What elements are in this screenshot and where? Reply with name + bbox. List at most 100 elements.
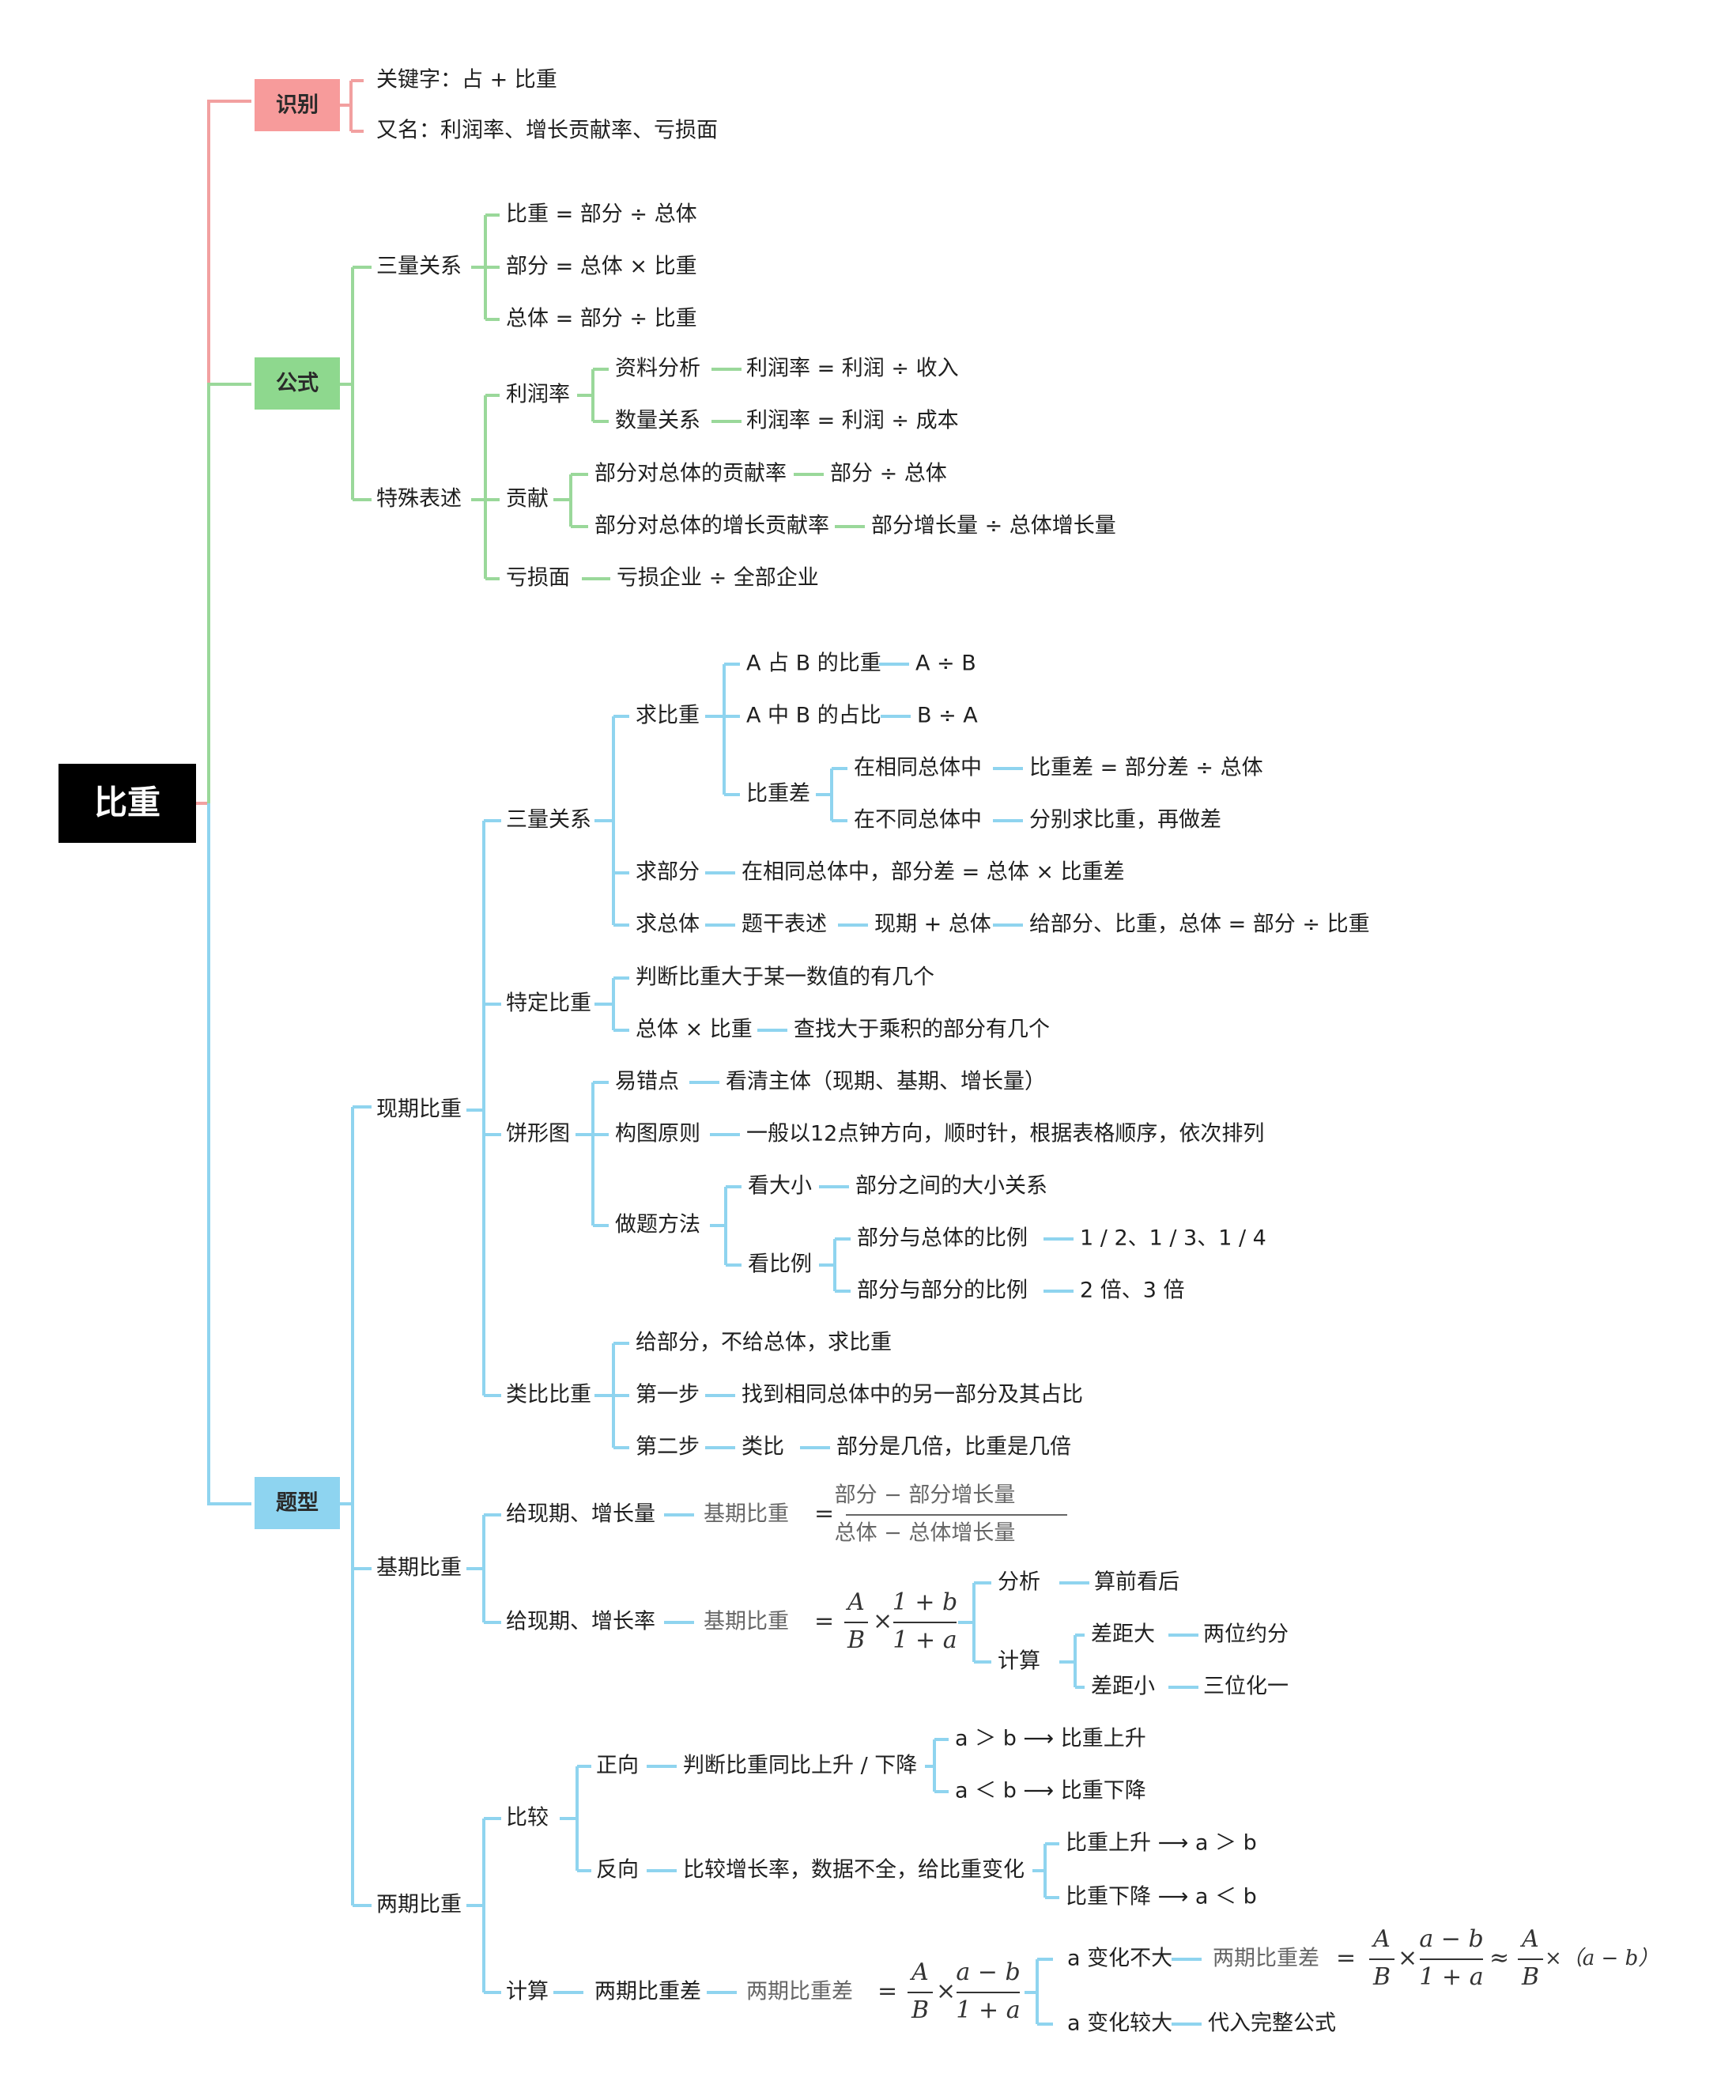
base-rate-formula-name: 基期比重 (704, 1610, 789, 1634)
formula-loss-val: 亏损企业 ÷ 全部企业 (617, 566, 819, 591)
base-analysis-key: 分析 (998, 1570, 1040, 1595)
ratio-diff: 比重差 (746, 782, 810, 806)
two-fwd-o1: a ＞ b ⟶ 比重上升 (955, 1727, 1146, 1751)
formula-contrib-growth-val: 部分增长量 ÷ 总体增长量 (871, 514, 1116, 538)
base-calc: 计算 (998, 1649, 1040, 1674)
two-calc-small-B: B (1372, 1963, 1391, 1991)
formula-profit-data-key: 资料分析 (615, 357, 700, 381)
formula-node: 公式 (276, 372, 319, 396)
formula-node-box (255, 357, 340, 410)
formula-profit-data-val: 利润率 = 利润 ÷ 收入 (746, 357, 959, 381)
base-calc-big-val: 两位约分 (1203, 1622, 1289, 1647)
formula-loss: 亏损面 (506, 566, 570, 591)
two-rev-val: 比较增长率，数据不全，给比重变化 (683, 1858, 1025, 1883)
two-calc-key: 两期比重差 (594, 1980, 701, 2004)
two-fwd-o2: a ＜ b ⟶ 比重下降 (955, 1779, 1146, 1804)
formula-profit-num-key: 数量关系 (615, 409, 700, 433)
a-of-b-key: A 中 B 的占比 (746, 704, 881, 728)
pie-chart: 饼形图 (506, 1122, 570, 1146)
root-node: 比重 (94, 784, 160, 822)
pie-err-val: 看清主体（现期、基期、增长量） (726, 1070, 1046, 1094)
recognize-node-box (255, 79, 340, 131)
base-rate-times: × (873, 1607, 893, 1635)
two-period-ratio: 两期比重 (376, 1893, 462, 1917)
pie-prop-whole-key: 部分与总体的比例 (857, 1226, 1028, 1251)
analog-step2: 第二步 (636, 1435, 700, 1460)
specific-r2-key: 总体 × 比重 (636, 1018, 753, 1042)
types-node: 题型 (276, 1491, 319, 1516)
two-rev-key: 反向 (596, 1858, 639, 1883)
types-node-box (255, 1477, 340, 1529)
base-rate-num: 1 + b (893, 1588, 958, 1616)
find-part: 求部分 (636, 860, 700, 885)
two-fwd-val: 判断比重同比上升 / 下降 (683, 1754, 917, 1778)
two-calc-small-tail: ×（a − b） (1545, 1947, 1659, 1970)
base-rate-A: A (845, 1588, 865, 1616)
pie-rule-key: 构图原则 (615, 1122, 700, 1146)
ratio-diff-other-key: 在不同总体中 (854, 808, 982, 833)
formula-three-item-3: 总体 = 部分 ÷ 比重 (506, 307, 697, 331)
pie-err-key: 易错点 (615, 1070, 679, 1094)
find-whole-b: 现期 + 总体 (874, 912, 991, 937)
recognize-node: 识别 (276, 93, 319, 118)
two-calc-small-approx: ≈ (1489, 1944, 1509, 1972)
base-inc-numerator: 部分 − 部分增长量 (835, 1483, 1016, 1508)
formula-profit: 利润率 (506, 383, 570, 407)
formula-three-item-2: 部分 = 总体 × 比重 (506, 255, 697, 279)
base-rate-equals: = (814, 1607, 834, 1635)
base-calc-small-key: 差距小 (1091, 1675, 1155, 1699)
two-calc-den: 1 + a (956, 1996, 1020, 2024)
formula-special: 特殊表述 (376, 487, 462, 512)
two-calc-times: × (936, 1977, 956, 2005)
base-calc-big-key: 差距大 (1091, 1622, 1155, 1647)
base-calc-small-val: 三位化一 (1203, 1675, 1289, 1699)
pie-prop-part-key: 部分与部分的比例 (857, 1279, 1028, 1303)
two-calc-small-equals: = (1336, 1944, 1356, 1972)
current-ratio: 现期比重 (376, 1097, 462, 1122)
pie-size-key: 看大小 (748, 1174, 812, 1199)
find-part-val: 在相同总体中，部分差 = 总体 × 比重差 (742, 860, 1125, 885)
base-rate-B: B (847, 1626, 865, 1654)
analog-step2-a: 类比 (742, 1435, 784, 1460)
connectors (196, 79, 1202, 2026)
two-calc-formula-name: 两期比重差 (746, 1980, 853, 2004)
analog-step1: 第一步 (636, 1383, 700, 1407)
formula-contrib-rate-key: 部分对总体的贡献率 (594, 462, 787, 486)
two-calc-equals: = (877, 1977, 897, 2005)
pie-prop-part-val: 2 倍、3 倍 (1080, 1279, 1185, 1303)
a-of-b-val: B ÷ A (917, 704, 978, 728)
analog-r1: 给部分，不给总体，求比重 (636, 1331, 892, 1355)
base-inc-denominator: 总体 − 总体增长量 (835, 1521, 1016, 1546)
base-ratio: 基期比重 (376, 1556, 462, 1581)
two-rev-o1: 比重上升 ⟶ a ＞ b (1066, 1831, 1257, 1856)
two-calc-small-times: × (1398, 1944, 1417, 1972)
base-inc-key: 给现期、增长量 (506, 1502, 655, 1527)
base-rate-key: 给现期、增长率 (506, 1610, 655, 1634)
formula-contrib: 贡献 (506, 487, 549, 512)
ratio-diff-same-val: 比重差 = 部分差 ÷ 总体 (1029, 756, 1263, 780)
pie-prop: 看比例 (748, 1252, 812, 1277)
find-whole-a: 题干表述 (742, 912, 827, 937)
root-node-box (58, 764, 196, 843)
ratio-diff-other-val: 分别求比重，再做差 (1029, 808, 1221, 833)
two-calc-big-val: 代入完整公式 (1208, 2011, 1336, 2036)
find-whole: 求总体 (636, 912, 700, 937)
base-analysis-val: 算前看后 (1094, 1570, 1179, 1595)
two-compare: 比较 (506, 1806, 549, 1830)
two-calc-small-key: a 变化不大 (1067, 1947, 1172, 1971)
recognize-alias: 又名：利润率、增长贡献率、亏损面 (376, 119, 718, 143)
formula-three-relations: 三量关系 (376, 255, 462, 279)
formula-contrib-rate-val: 部分 ÷ 总体 (830, 462, 947, 486)
find-ratio: 求比重 (636, 704, 700, 728)
specific-ratio: 特定比重 (506, 991, 591, 1016)
specific-r2-val: 查找大于乘积的部分有几个 (794, 1018, 1050, 1042)
current-three: 三量关系 (506, 808, 591, 833)
pie-method: 做题方法 (615, 1213, 700, 1237)
two-calc-small-den: 1 + a (1419, 1963, 1483, 1991)
two-calc-small-name: 两期比重差 (1213, 1947, 1319, 1971)
pie-prop-whole-val: 1 / 2、1 / 3、1 / 4 (1080, 1226, 1266, 1251)
two-calc-num: a − b (956, 1958, 1020, 1986)
base-inc-equals: = (814, 1500, 834, 1528)
two-calc-small-A: A (1371, 1925, 1391, 1953)
pie-rule-val: 一般以12点钟方向，顺时针，根据表格顺序，依次排列 (746, 1122, 1264, 1146)
